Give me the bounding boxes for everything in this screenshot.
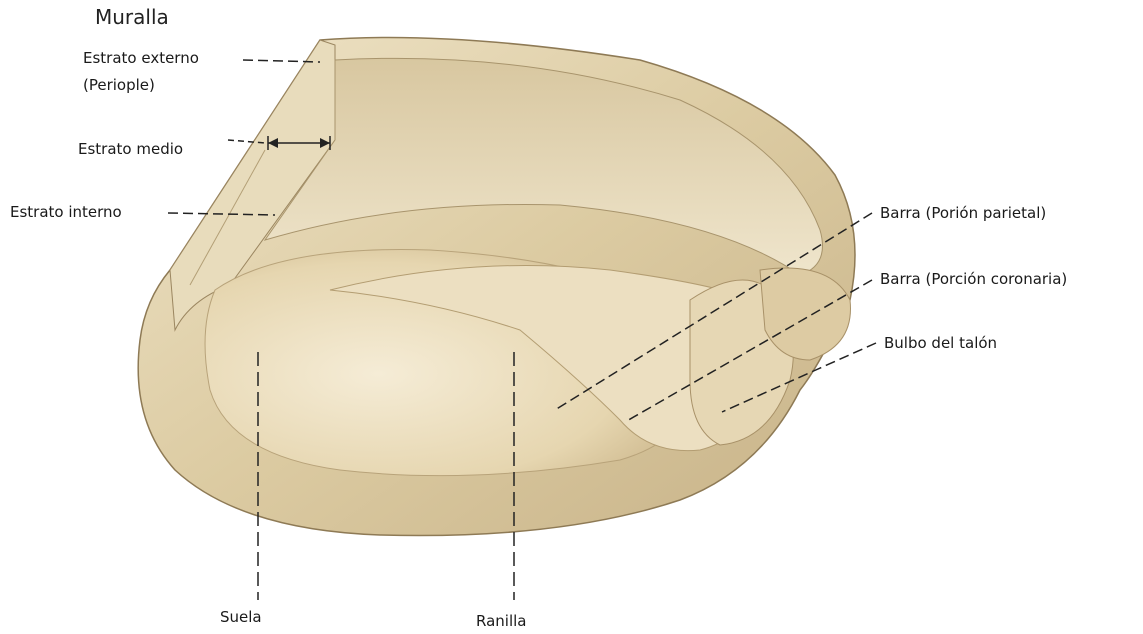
label-periople: (Periople)	[83, 76, 155, 94]
label-estrato-interno: Estrato interno	[10, 203, 122, 221]
label-suela: Suela	[220, 608, 262, 626]
label-barra-parietal: Barra (Porión parietal)	[880, 204, 1046, 222]
diagram-title: Muralla	[95, 8, 169, 26]
label-barra-coronaria: Barra (Porción coronaria)	[880, 270, 1067, 288]
label-estrato-medio: Estrato medio	[78, 140, 183, 158]
label-estrato-externo: Estrato externo	[83, 49, 199, 67]
label-ranilla: Ranilla	[476, 612, 527, 630]
label-bulbo-talon: Bulbo del talón	[884, 334, 997, 352]
